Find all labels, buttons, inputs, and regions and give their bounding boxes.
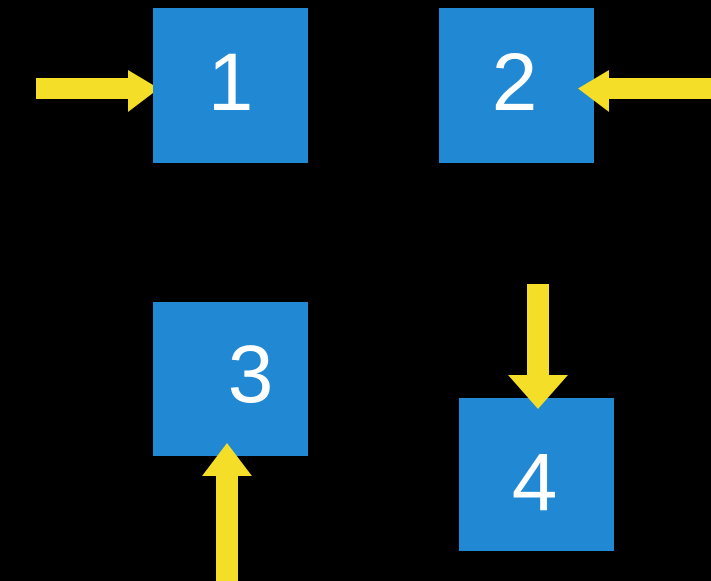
node-label-1: 1 [207,37,254,128]
arrow-into-1-icon [36,70,159,112]
arrow-into-2-icon [578,70,711,112]
node-label-2: 2 [491,37,538,128]
node-block-3[interactable]: 3 [153,302,308,456]
node-block-1[interactable]: 1 [153,8,308,163]
node-label-3: 3 [227,329,274,420]
node-label-4: 4 [511,437,558,528]
arrow-into-4-icon [508,284,568,409]
node-block-4[interactable]: 4 [459,398,614,551]
arrow-into-3-icon [202,443,252,581]
node-block-2[interactable]: 2 [439,8,594,163]
